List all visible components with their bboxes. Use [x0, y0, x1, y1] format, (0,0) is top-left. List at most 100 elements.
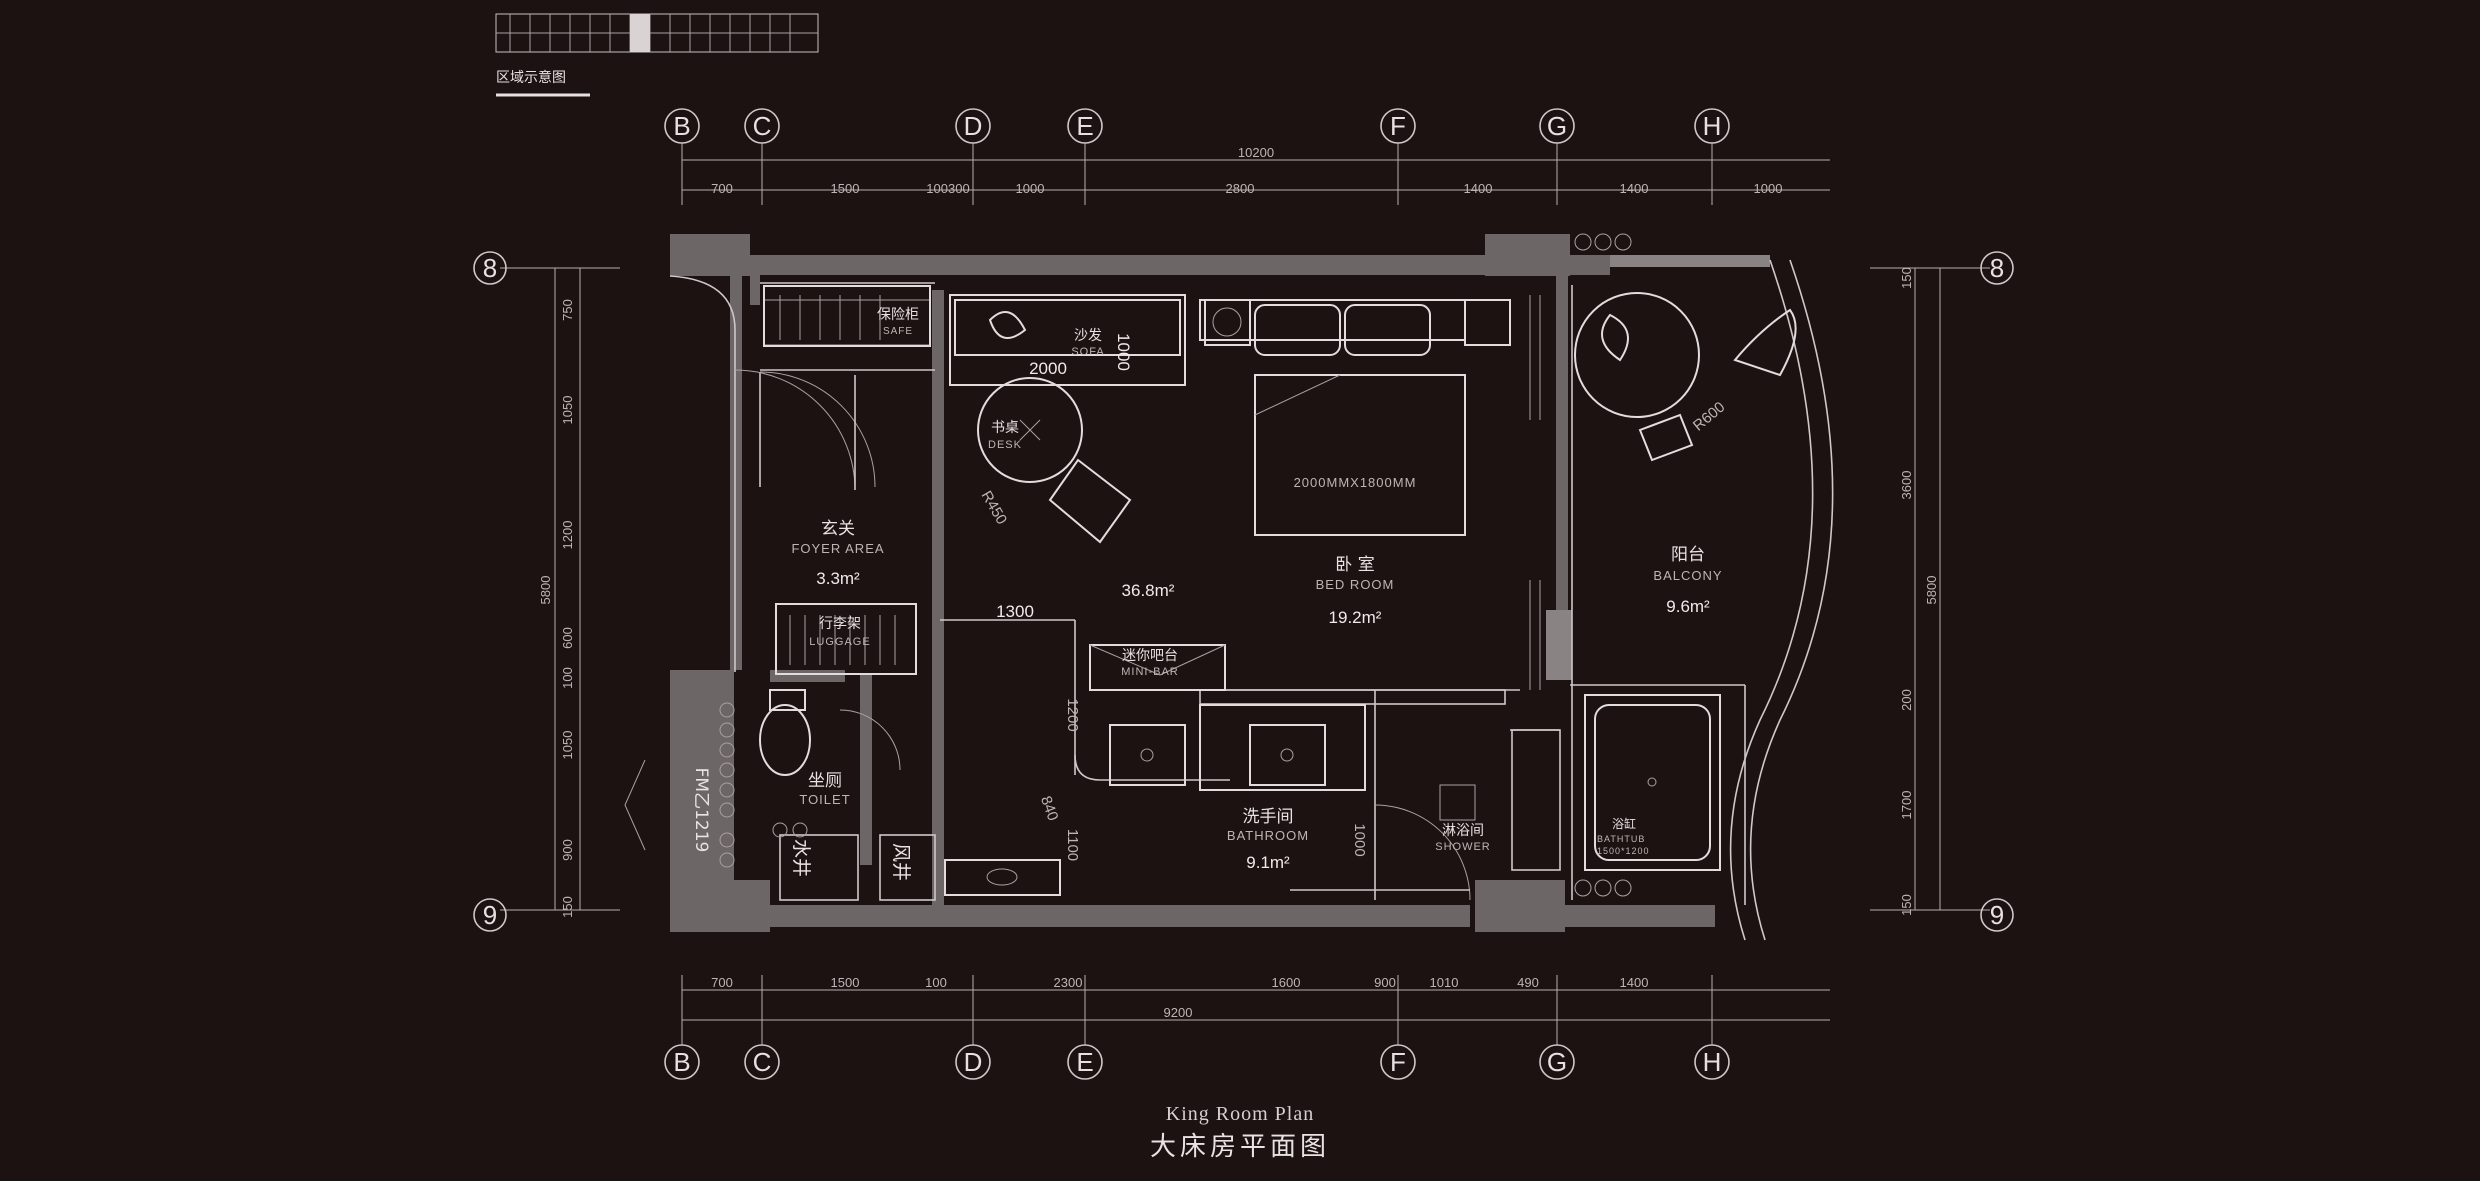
- dim-bottom-7: 1010: [1430, 975, 1459, 990]
- top-bubble-F: [1380, 108, 1416, 144]
- balcony-radius-dim: R600: [1690, 399, 1728, 435]
- top-bubble-D: [955, 108, 991, 144]
- dim-left-total: 5800: [538, 576, 553, 605]
- desk-radius-dim: R450: [978, 488, 1011, 528]
- top-axis-H: H: [1703, 111, 1722, 141]
- bottom-bubble-H: [1694, 1044, 1730, 1080]
- title-english: King Room Plan: [1166, 1103, 1314, 1125]
- dim-1300: 1300: [996, 602, 1034, 621]
- dim-top-2: 1500: [831, 181, 860, 196]
- top-bubble-E: [1067, 108, 1103, 144]
- dim-right-5: 150: [1899, 894, 1914, 916]
- shower-label-en: SHOWER: [1435, 841, 1491, 853]
- dim-top-total: 10200: [1238, 145, 1274, 160]
- door-code-label: FM乙1219: [691, 768, 711, 853]
- luggage-label-en: LUGGAGE: [809, 636, 870, 648]
- key-plan-inset: 区域示意图: [495, 13, 819, 97]
- bathtub-label-en: BATHTUB: [1597, 834, 1645, 844]
- balcony-label: 阳台: [1671, 545, 1705, 565]
- safe-label-en: SAFE: [883, 326, 913, 337]
- dim-left-1: 750: [560, 299, 575, 321]
- dim-top-6: 1400: [1464, 181, 1493, 196]
- top-bubble-C: [744, 108, 780, 144]
- shower-label: 淋浴间: [1442, 823, 1484, 839]
- balcony-area: 9.6m²: [1666, 597, 1710, 616]
- sofa-label: 沙发: [1074, 328, 1102, 344]
- bathroom-label-en: BATHROOM: [1227, 828, 1309, 843]
- walls: [670, 234, 1770, 932]
- dim-left-2: 1050: [560, 396, 575, 425]
- top-bubble-G: [1539, 108, 1575, 144]
- axis-left-9: 9: [483, 900, 497, 930]
- bottom-bubble-G: [1539, 1044, 1575, 1080]
- dim-1000: 1000: [1351, 823, 1368, 856]
- room-labels: 玄关 FOYER AREA 3.3m² 36.8m² 卧 室 BED ROOM …: [691, 307, 1722, 881]
- dim-bottom-6: 900: [1374, 975, 1396, 990]
- bedroom-label-en: BED ROOM: [1316, 577, 1395, 592]
- water-shaft-label: 水井: [790, 839, 812, 877]
- dim-top-4: 1000: [1016, 181, 1045, 196]
- dim-bottom-8: 490: [1517, 975, 1539, 990]
- dim-bottom-2: 1500: [831, 975, 860, 990]
- foyer-label-en: FOYER AREA: [791, 541, 884, 556]
- bottom-axis-F: F: [1390, 1047, 1406, 1077]
- top-axis-F: F: [1390, 111, 1406, 141]
- dim-840: 840: [1037, 794, 1062, 823]
- dim-1200: 1200: [1064, 698, 1081, 731]
- dim-bottom-total: 9200: [1164, 1005, 1193, 1020]
- dim-top-8: 1000: [1754, 181, 1783, 196]
- bottom-axis-E: E: [1076, 1047, 1093, 1077]
- desk-label-en: DESK: [988, 439, 1022, 451]
- title-chinese: 大床房平面图: [1150, 1132, 1330, 1162]
- balcony-label-en: BALCONY: [1653, 568, 1722, 583]
- sofa-label-en: SOFA: [1071, 346, 1104, 358]
- top-axis-B: B: [673, 111, 690, 141]
- axis-right-9: 9: [1990, 900, 2004, 930]
- interior-lines: [669, 259, 1834, 941]
- top-axis-G: G: [1547, 111, 1567, 141]
- dim-left-7: 900: [560, 839, 575, 861]
- dim-top-7: 1400: [1620, 181, 1649, 196]
- dimension-lines: [500, 159, 1990, 1021]
- dim-right-2: 3600: [1899, 471, 1914, 500]
- dim-top-5: 2800: [1226, 181, 1255, 196]
- bottom-axis-D: D: [964, 1047, 983, 1077]
- axis-right-8: 8: [1990, 253, 2004, 283]
- bottom-bubble-E: [1067, 1044, 1103, 1080]
- foyer-label: 玄关: [821, 519, 855, 539]
- dim-top-1: 700: [711, 181, 733, 196]
- bedroom-area: 19.2m²: [1329, 608, 1382, 627]
- minibar-label: 迷你吧台: [1122, 648, 1178, 664]
- toilet-label-en: TOILET: [799, 792, 850, 807]
- dim-top-3: 100300: [926, 181, 969, 196]
- dim-left-5: 100: [560, 667, 575, 689]
- axis-left-8: 8: [483, 253, 497, 283]
- dim-right-3: 200: [1899, 689, 1914, 711]
- top-axis-E: E: [1076, 111, 1093, 141]
- bathtub-label: 浴缸: [1612, 816, 1636, 831]
- bottom-bubble-D: [955, 1044, 991, 1080]
- top-bubble-B: [664, 108, 700, 144]
- bottom-bubble-B: [664, 1044, 700, 1080]
- dim-bottom-3: 100: [925, 975, 947, 990]
- dim-bottom-4: 2300: [1054, 975, 1083, 990]
- dim-left-6: 1050: [560, 731, 575, 760]
- wind-shaft-label: 风井: [890, 843, 912, 881]
- axis-bubbles-side: 8 9 8 9: [473, 251, 2014, 932]
- bottom-axis-B: B: [673, 1047, 690, 1077]
- sofa-width-dim: 2000: [1029, 359, 1067, 378]
- sofa-depth-dim: 1000: [1114, 333, 1133, 371]
- bedroom-label: 卧 室: [1335, 555, 1374, 575]
- plan-title: King Room Plan 大床房平面图: [1150, 1103, 1330, 1162]
- dim-bottom-5: 1600: [1272, 975, 1301, 990]
- dim-right-1: 150: [1899, 267, 1914, 289]
- bottom-bubble-C: [744, 1044, 780, 1080]
- dim-right-4: 1700: [1899, 791, 1914, 820]
- top-axis-D: D: [964, 111, 983, 141]
- dimension-texts: 10200 700 1500 100300 1000 2800 1400 140…: [538, 145, 1939, 1020]
- bathroom-area: 9.1m²: [1246, 853, 1290, 872]
- bottom-bubble-F: [1380, 1044, 1416, 1080]
